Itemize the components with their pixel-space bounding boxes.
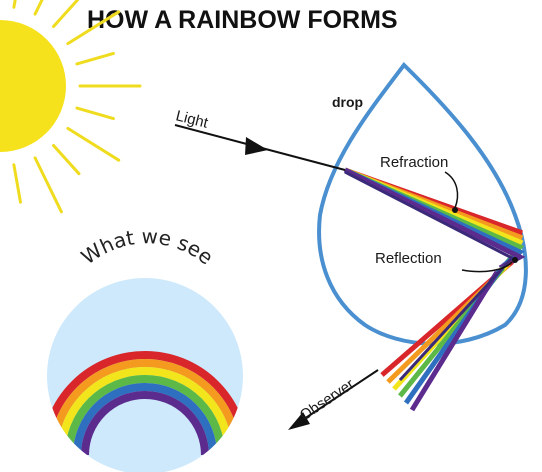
refraction-point	[452, 207, 458, 213]
rainbow-arc	[73, 383, 217, 456]
sun-ray	[33, 0, 44, 16]
sun-ray	[75, 106, 115, 121]
sun-ray	[12, 0, 17, 9]
observer-label: Observer	[297, 376, 358, 425]
sun-icon	[0, 0, 142, 214]
rainbow-arc	[65, 375, 225, 456]
rainbow-arc	[47, 351, 243, 456]
light-label: Light	[174, 107, 210, 132]
light-path	[343, 167, 526, 412]
sun-disc	[0, 20, 66, 152]
sun-ray	[33, 156, 63, 214]
observed-rainbow	[47, 351, 243, 456]
page-title: HOW A RAINBOW FORMS	[87, 6, 398, 34]
sun-ray	[12, 163, 22, 204]
sun-ray	[52, 0, 80, 29]
light-arrow-icon	[245, 137, 268, 155]
refraction-pointer	[444, 171, 459, 209]
refraction-label: Refraction	[380, 154, 448, 171]
reflection-point	[512, 257, 518, 263]
reflection-label: Reflection	[375, 250, 442, 267]
observer-arrow-icon	[288, 412, 310, 430]
rainbow-arc	[81, 391, 209, 456]
sun-ray	[66, 126, 121, 162]
sun-ray	[75, 51, 115, 66]
light-band-exit	[409, 270, 500, 412]
rainbow-arc	[49, 359, 241, 456]
reflection-pointer	[461, 261, 513, 273]
reflected-ray	[344, 170, 515, 382]
drop-label: drop	[332, 94, 363, 110]
what-we-see-label: What we see	[77, 224, 218, 269]
observer-ray	[297, 369, 379, 424]
sun-rays	[12, 0, 142, 214]
what-we-see-text: What we see	[77, 224, 218, 269]
water-drop-icon	[317, 61, 528, 346]
sun-ray	[52, 143, 81, 176]
rainbow-arc	[57, 367, 233, 456]
sun-ray	[66, 10, 121, 46]
